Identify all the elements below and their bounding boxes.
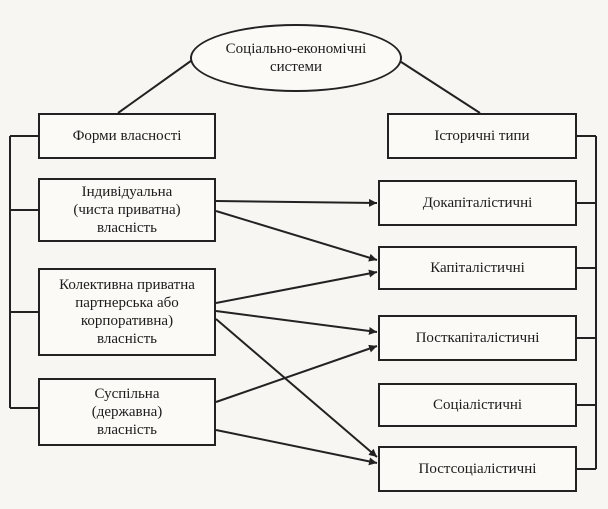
arrow-left-0-to-right-0 xyxy=(215,198,378,207)
arrow-left-1-to-right-4 xyxy=(215,318,378,458)
right-item-label: Постсоціалістичні xyxy=(418,461,537,477)
left-item-individual: Індивідуальна (чиста приватна) власність xyxy=(38,178,216,242)
right-item-socialist: Соціалістичні xyxy=(378,383,577,427)
right-item-label: Соціалістичні xyxy=(432,397,523,413)
left-header-label: Форми власності xyxy=(72,128,182,144)
root-node: Соціально-економічні системи xyxy=(190,24,402,92)
right-item-label: Посткапіталістичні xyxy=(415,330,540,346)
left-item-public: Суспільна (державна) власність xyxy=(38,378,216,446)
left-item-collective: Колективна приватна партнерська або корп… xyxy=(38,268,216,356)
arrow-left-0-to-right-1 xyxy=(215,210,378,262)
arrow-left-2-to-right-4 xyxy=(215,429,378,466)
left-item-label: Колективна приватна партнерська або корп… xyxy=(59,277,195,347)
arrow-left-2-to-right-2 xyxy=(215,344,378,403)
right-item-precapitalist: Докапіталістичні xyxy=(378,180,577,226)
root-to-left-header-line xyxy=(117,57,196,114)
right-item-postcapitalist: Посткапіталістичні xyxy=(378,315,577,361)
left-item-label: Суспільна (державна) власність xyxy=(91,386,163,438)
right-item-capitalist: Капіталістичні xyxy=(378,246,577,290)
root-to-right-header-line xyxy=(394,57,481,114)
left-header-node: Форми власності xyxy=(38,113,216,159)
right-header-label: Історичні типи xyxy=(434,128,530,144)
left-item-label: Індивідуальна (чиста приватна) власність xyxy=(73,184,181,236)
root-label: Соціально-економічні системи xyxy=(225,41,367,75)
right-item-label: Докапіталістичні xyxy=(422,195,533,211)
right-item-postsocialist: Постсоціалістичні xyxy=(378,446,577,492)
arrow-left-1-to-right-1 xyxy=(215,269,378,304)
right-header-node: Історичні типи xyxy=(387,113,577,159)
right-item-label: Капіталістичні xyxy=(430,260,525,276)
arrow-left-1-to-right-2 xyxy=(215,310,378,335)
